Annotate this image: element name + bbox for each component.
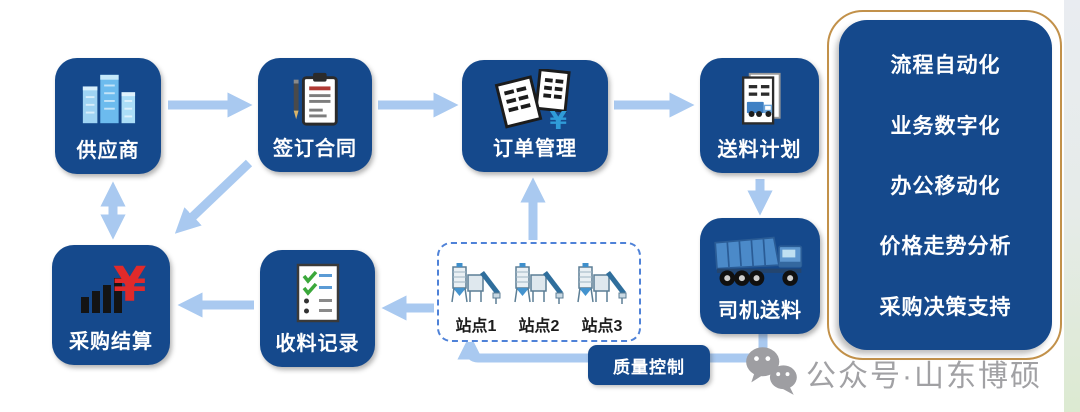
- benefits-panel: 流程自动化 业务数字化 办公移动化 价格走势分析 采购决策支持: [827, 10, 1062, 360]
- node-sign-contract: 签订合同: [258, 58, 372, 172]
- bar-chart-yuan-icon: ¥: [52, 245, 170, 325]
- watermark-text: 公众号·山东博硕: [806, 359, 1042, 393]
- node-label-plan: 送料计划: [717, 139, 802, 161]
- node-label-order: 订单管理: [493, 138, 577, 160]
- plan-document-truck-icon: [700, 58, 819, 133]
- checklist-icon: [260, 250, 375, 327]
- node-order-management: ¥ 订单管理: [462, 60, 608, 172]
- station-1: 站点1: [450, 262, 502, 336]
- node-supplier: 供应商: [55, 58, 161, 174]
- slide-edge-strip: [1064, 0, 1080, 412]
- station-label: 站点2: [518, 318, 560, 335]
- benefit-price-trend-analysis: 价格走势分析: [879, 235, 1012, 259]
- wechat-icon: [742, 344, 802, 401]
- node-driver-delivery: 司机送料: [700, 218, 820, 334]
- node-label-settlement: 采购结算: [69, 331, 153, 353]
- benefit-mobile-office: 办公移动化: [890, 174, 1001, 198]
- station-label: 站点3: [581, 318, 623, 335]
- svg-text:¥: ¥: [113, 259, 146, 313]
- station-3: 站点3: [576, 262, 628, 336]
- batching-plant-icon: [513, 262, 565, 311]
- dump-truck-icon: [700, 218, 820, 294]
- node-label-supplier: 供应商: [76, 140, 140, 162]
- node-label-driver: 司机送料: [718, 300, 802, 322]
- benefits-panel-body: 流程自动化 业务数字化 办公移动化 价格走势分析 采购决策支持: [839, 20, 1052, 350]
- contract-clipboard-icon: [258, 58, 372, 132]
- node-label-receipt: 收料记录: [275, 333, 360, 355]
- batching-plant-icon: [576, 262, 628, 311]
- node-label-contract: 签订合同: [273, 138, 357, 160]
- svg-text:¥: ¥: [550, 106, 568, 131]
- stations-group: 站点1 站点2: [437, 242, 641, 342]
- node-purchase-settlement: ¥ 采购结算: [52, 245, 170, 365]
- node-delivery-plan: 送料计划: [700, 58, 819, 173]
- quality-control-label: 质量控制: [588, 345, 710, 385]
- station-label: 站点1: [455, 318, 497, 335]
- watermark: 公众号·山东博硕: [742, 344, 1042, 401]
- benefit-process-automation: 流程自动化: [890, 54, 1001, 78]
- arrow-contract-to-settlement: [174, 159, 253, 234]
- batching-plant-icon: [450, 262, 502, 311]
- benefit-business-digitalization: 业务数字化: [890, 114, 1001, 138]
- buildings-icon: [55, 58, 161, 134]
- benefit-purchase-decision-support: 采购决策支持: [879, 295, 1012, 319]
- station-2: 站点2: [513, 262, 565, 336]
- node-receipt-record: 收料记录: [260, 250, 375, 367]
- order-documents-icon: ¥: [462, 60, 608, 132]
